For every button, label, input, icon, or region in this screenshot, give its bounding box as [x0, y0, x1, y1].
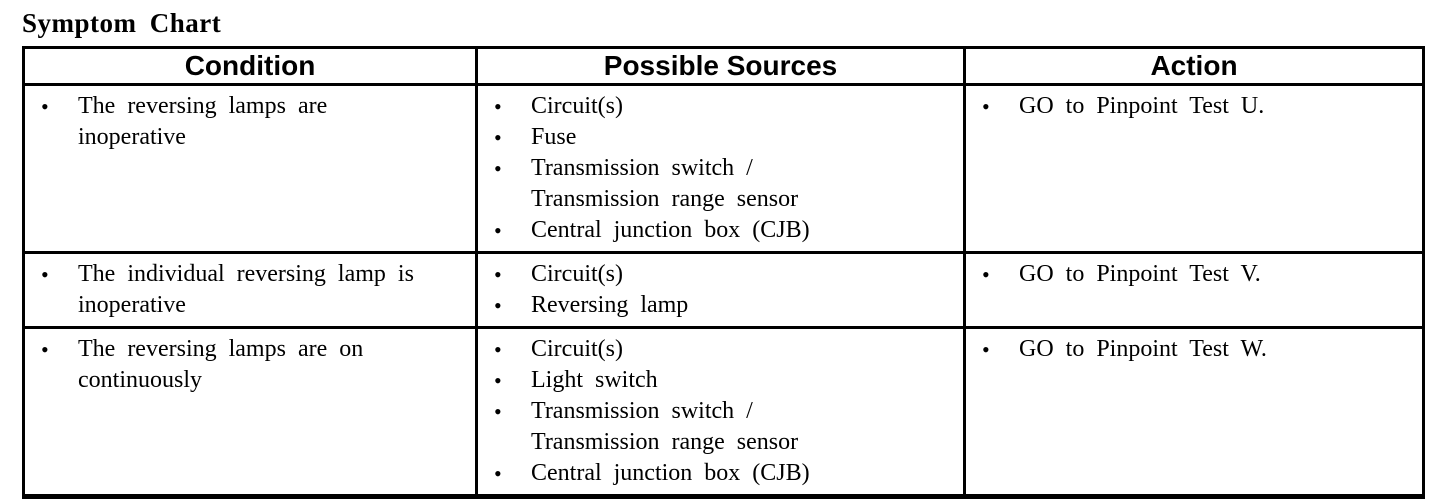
- action-text: GO to Pinpoint Test V.: [1019, 261, 1261, 287]
- bullet-icon: •: [41, 337, 49, 362]
- list-item: • Central junction box (CJB): [478, 458, 959, 489]
- bullet-icon: •: [41, 262, 49, 287]
- table-header-row: Condition Possible Sources Action: [22, 46, 1425, 86]
- list-item: • Circuit(s): [478, 334, 959, 365]
- list-item: • Central junction box (CJB): [478, 215, 959, 246]
- bullet-icon: •: [494, 262, 502, 287]
- action-list: • GO to Pinpoint Test V.: [966, 254, 1422, 295]
- sources-list: • Circuit(s) • Fuse • Transmission switc…: [478, 86, 963, 251]
- list-item: • Fuse: [478, 122, 959, 153]
- page-title: Symptom Chart: [22, 8, 222, 38]
- list-item: • Circuit(s): [478, 259, 959, 290]
- bullet-icon: •: [494, 125, 502, 150]
- list-item: • Light switch: [478, 365, 959, 396]
- list-item: • Transmission switch / Transmission ran…: [478, 153, 959, 215]
- source-text: Transmission switch / Transmission range…: [531, 155, 799, 212]
- source-text: Reversing lamp: [531, 292, 689, 318]
- source-text: Transmission switch / Transmission range…: [531, 398, 799, 455]
- action-list: • GO to Pinpoint Test U.: [966, 86, 1422, 127]
- condition-text: The reversing lamps are inoperative: [78, 93, 328, 150]
- sources-list: • Circuit(s) • Light switch • Transmissi…: [478, 329, 963, 494]
- symptom-chart-table: Condition Possible Sources Action • The …: [22, 46, 1425, 499]
- source-text: Circuit(s): [531, 336, 623, 362]
- list-item: • Reversing lamp: [478, 290, 959, 321]
- bullet-icon: •: [494, 156, 502, 181]
- action-text: GO to Pinpoint Test W.: [1019, 336, 1267, 362]
- action-cell: • GO to Pinpoint Test V.: [963, 251, 1425, 329]
- table-row: • The individual reversing lamp is inope…: [22, 251, 1425, 329]
- column-header-action: Action: [963, 46, 1425, 86]
- bullet-icon: •: [494, 218, 502, 243]
- action-text: GO to Pinpoint Test U.: [1019, 93, 1265, 119]
- table-row: • The reversing lamps are inoperative • …: [22, 83, 1425, 254]
- source-text: Light switch: [531, 367, 658, 393]
- list-item: • GO to Pinpoint Test W.: [966, 334, 1418, 365]
- list-item: • GO to Pinpoint Test V.: [966, 259, 1418, 290]
- bullet-icon: •: [494, 337, 502, 362]
- bullet-icon: •: [494, 461, 502, 486]
- condition-list: • The reversing lamps are inoperative: [25, 86, 475, 158]
- condition-text: The reversing lamps are on continuously: [78, 336, 364, 393]
- bullet-icon: •: [41, 94, 49, 119]
- source-text: Central junction box (CJB): [531, 460, 810, 486]
- bullet-icon: •: [494, 94, 502, 119]
- possible-sources-cell: • Circuit(s) • Light switch • Transmissi…: [475, 326, 966, 499]
- action-list: • GO to Pinpoint Test W.: [966, 329, 1422, 370]
- list-item: • GO to Pinpoint Test U.: [966, 91, 1418, 122]
- column-header-possible-sources: Possible Sources: [475, 46, 966, 86]
- list-item: • Circuit(s): [478, 91, 959, 122]
- possible-sources-cell: • Circuit(s) • Reversing lamp: [475, 251, 966, 329]
- source-text: Circuit(s): [531, 261, 623, 287]
- condition-list: • The individual reversing lamp is inope…: [25, 254, 475, 326]
- source-text: Central junction box (CJB): [531, 217, 810, 243]
- condition-cell: • The reversing lamps are inoperative: [22, 83, 478, 254]
- bullet-icon: •: [982, 262, 990, 287]
- table-row: • The reversing lamps are on continuousl…: [22, 326, 1425, 499]
- condition-cell: • The individual reversing lamp is inope…: [22, 251, 478, 329]
- source-text: Fuse: [531, 124, 577, 150]
- condition-text: The individual reversing lamp is inopera…: [78, 261, 414, 318]
- bullet-icon: •: [494, 293, 502, 318]
- sources-list: • Circuit(s) • Reversing lamp: [478, 254, 963, 326]
- source-text: Circuit(s): [531, 93, 623, 119]
- action-cell: • GO to Pinpoint Test U.: [963, 83, 1425, 254]
- bullet-icon: •: [494, 368, 502, 393]
- condition-list: • The reversing lamps are on continuousl…: [25, 329, 475, 401]
- list-item: • The individual reversing lamp is inope…: [25, 259, 471, 321]
- action-cell: • GO to Pinpoint Test W.: [963, 326, 1425, 499]
- possible-sources-cell: • Circuit(s) • Fuse • Transmission switc…: [475, 83, 966, 254]
- bullet-icon: •: [494, 399, 502, 424]
- condition-cell: • The reversing lamps are on continuousl…: [22, 326, 478, 499]
- bullet-icon: •: [982, 337, 990, 362]
- bullet-icon: •: [982, 94, 990, 119]
- column-header-condition: Condition: [22, 46, 478, 86]
- list-item: • The reversing lamps are on continuousl…: [25, 334, 471, 396]
- list-item: • The reversing lamps are inoperative: [25, 91, 471, 153]
- list-item: • Transmission switch / Transmission ran…: [478, 396, 959, 458]
